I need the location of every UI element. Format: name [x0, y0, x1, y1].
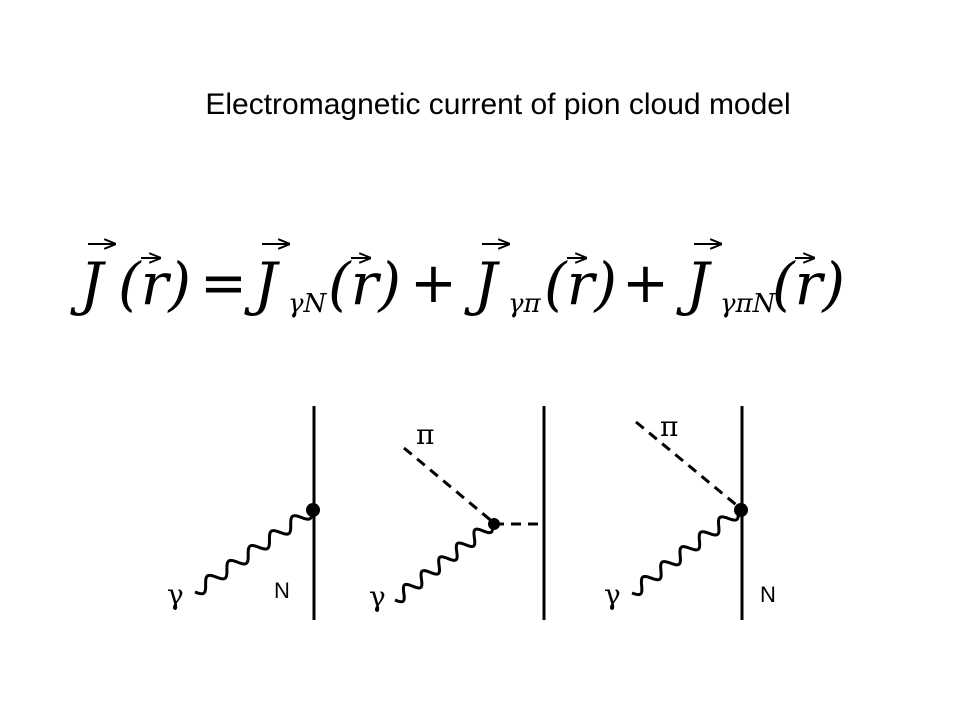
vertex-dot [734, 503, 748, 517]
lhs-current-symbol: J [70, 250, 106, 318]
photon-line [394, 523, 494, 604]
pion-line-outgoing [635, 420, 741, 510]
pion-label: π [416, 418, 434, 451]
nucleon-label: N [274, 578, 290, 603]
photon-label: γ [369, 580, 386, 613]
pion-current-term: J γπ (r) [464, 244, 617, 319]
diagram-contact: γ π N [604, 406, 776, 620]
current-argument: (r) [328, 250, 401, 318]
diagram-photon-nucleon: γ N [167, 406, 320, 620]
nucleon-label: N [760, 582, 776, 607]
photon-line [194, 509, 314, 596]
plus-sign: + [410, 251, 457, 316]
nucleon-current-term: J γN (r) [244, 244, 401, 319]
current-symbol: J [244, 250, 280, 318]
vertex-dot [306, 503, 320, 517]
photon-label: γ [167, 578, 184, 611]
equals-sign: = [200, 251, 247, 316]
contact-current-term: J γπN (r) [676, 244, 845, 319]
plus-sign: + [622, 251, 669, 316]
slide-title: Electromagnetic current of pion cloud mo… [205, 88, 791, 121]
lhs-term: J (r) [70, 244, 191, 318]
current-symbol: J [464, 250, 500, 318]
pion-label: π [660, 410, 678, 443]
current-argument: (r) [772, 250, 845, 318]
diagram-photon-pion: γ π [369, 406, 546, 620]
pion-line-outgoing [403, 446, 495, 525]
photon-label: γ [604, 578, 621, 611]
lhs-argument: (r) [118, 250, 191, 318]
current-argument: (r) [544, 250, 617, 318]
current-symbol: J [676, 250, 712, 318]
current-subscript: γN [288, 289, 328, 319]
current-subscript: γπN [720, 289, 777, 319]
photon-line [631, 510, 740, 597]
vertex-dot [488, 518, 500, 530]
current-subscript: γπ [508, 289, 542, 319]
current-equation: J (r) = J γN (r) + J γπ (r) + J γπN [70, 244, 845, 319]
